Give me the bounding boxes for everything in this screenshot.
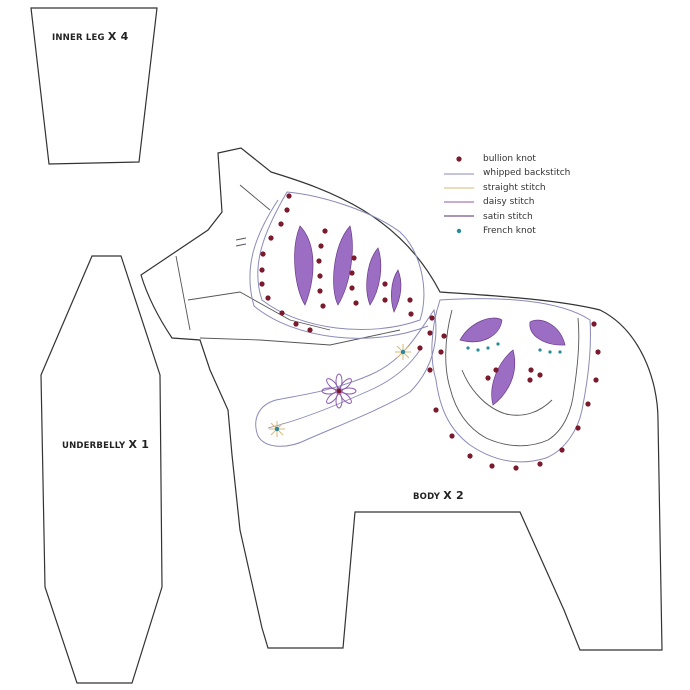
inner-leg-label: INNER LEG x 4 (52, 30, 128, 43)
stitch-legend: bullion knot whipped backstitch straight… (452, 152, 582, 238)
legend-label: straight stitch (483, 182, 546, 193)
legend-label: bullion knot (483, 154, 536, 164)
legend-markers (444, 156, 474, 234)
inner-leg-piece (30, 7, 158, 165)
underbelly-label: UNDERBELLY x 1 (62, 438, 149, 451)
body-count: x 2 (443, 489, 464, 502)
body-label: BODY x 2 (413, 489, 464, 502)
legend-item: bullion knot (452, 152, 582, 166)
legend-item: straight stitch (452, 181, 582, 195)
legend-item: daisy stitch (452, 195, 582, 209)
head-detail-lines (175, 184, 401, 346)
legend-item: French knot (452, 224, 582, 238)
body-name: BODY (413, 492, 441, 502)
daisy-flower (321, 373, 357, 409)
legend-item: satin stitch (452, 210, 582, 224)
legend-label: French knot (483, 225, 536, 236)
legend-label: whipped backstitch (483, 168, 571, 179)
inner-leg-name: INNER LEG (52, 33, 105, 43)
underbelly-count: x 1 (128, 438, 150, 451)
underbelly-piece (40, 255, 163, 684)
mane-embroidery (249, 191, 429, 339)
legend-item: whipped backstitch (452, 166, 582, 180)
underbelly-name: UNDERBELLY (62, 441, 126, 451)
inner-leg-count: x 4 (107, 30, 129, 43)
saddle-strap-embroidery (255, 308, 437, 447)
saddle-blanket-embroidery (427, 298, 601, 471)
legend-label: satin stitch (483, 211, 533, 222)
legend-label: daisy stitch (483, 197, 535, 208)
body-piece (140, 147, 663, 651)
